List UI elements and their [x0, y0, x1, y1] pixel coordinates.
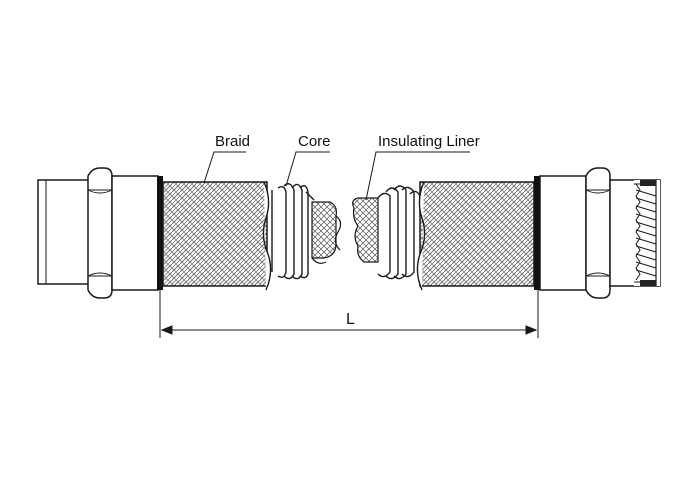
left-seal-band	[157, 176, 163, 290]
right-fitting	[534, 167, 661, 299]
left-hex-nut	[87, 167, 113, 299]
right-collar	[539, 175, 587, 291]
left-pipe-stub	[37, 179, 95, 285]
core-leader	[285, 151, 330, 187]
right-seal-band	[534, 176, 540, 290]
liner-leader	[365, 151, 470, 201]
right-hex-nut	[585, 167, 611, 299]
left-braid-section	[162, 181, 272, 291]
core-spiral	[271, 183, 315, 280]
left-liner-tip	[311, 201, 342, 264]
right-threaded-end	[609, 179, 661, 287]
insulating-liner-label: Insulating Liner	[378, 133, 480, 150]
left-fitting	[37, 167, 163, 299]
braid-label: Braid	[215, 133, 250, 150]
braid-leader	[203, 151, 246, 184]
right-braid	[419, 181, 535, 287]
core-label: Core	[298, 133, 331, 150]
left-braid	[162, 181, 268, 287]
left-collar	[111, 175, 159, 291]
right-braid-section	[416, 181, 535, 291]
length-label: L	[346, 311, 355, 328]
leader-lines	[203, 151, 470, 201]
length-dimension	[159, 290, 539, 338]
right-core-spiral	[377, 185, 421, 280]
right-liner-tip	[352, 197, 379, 263]
